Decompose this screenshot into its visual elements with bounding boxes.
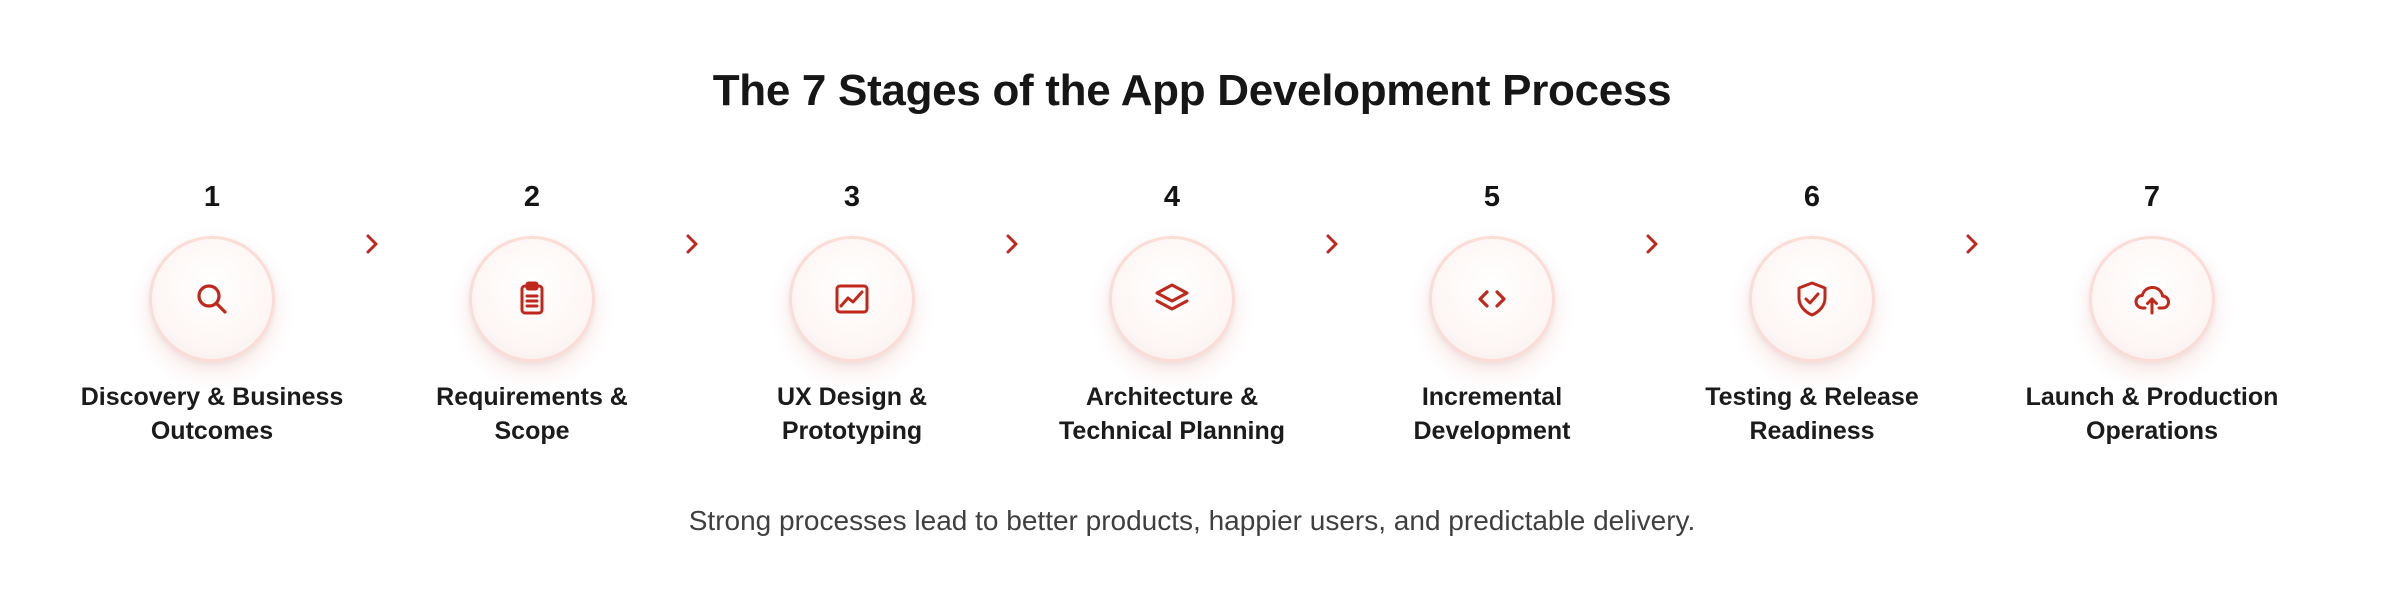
stage-number: 3: [843, 181, 861, 213]
stage-icon-circle: [789, 236, 915, 362]
stage-2: 2 Requirements & Scope: [382, 180, 682, 448]
stage-3: 3 UX Design & Prototyping: [702, 180, 1002, 448]
stage-1: 1 Discovery & Business Outcomes: [62, 180, 362, 448]
clipboard-icon: [520, 281, 544, 315]
stage-label: Testing & Release Readiness: [1705, 383, 1919, 445]
stage-5: 5 Incremental Development: [1342, 180, 1642, 448]
chevron-right-icon: [1322, 230, 1342, 258]
stage-number: 7: [2143, 181, 2161, 213]
image-chart-icon: [835, 284, 869, 314]
stage-number: 6: [1803, 181, 1821, 213]
stage-icon-circle: [149, 236, 275, 362]
search-icon: [197, 284, 227, 314]
stage-icon-circle: [2089, 236, 2215, 362]
chevron-right-icon: [1002, 230, 1022, 258]
chevron-right-icon: [1962, 230, 1982, 258]
chevron-right-icon: [682, 230, 702, 258]
chevron-right-icon: [1642, 230, 1662, 258]
stage-number: 1: [203, 181, 221, 213]
stage-label: Launch & Production Operations: [2025, 383, 2279, 445]
stage-4: 4 Architecture & Technical Planning: [1022, 180, 1322, 448]
code-icon: [1478, 290, 1506, 308]
stage-6: 6 Testing & Release Readiness: [1662, 180, 1962, 448]
stage-label: Discovery & Business Outcomes: [80, 383, 344, 445]
stage-icon-circle: [1109, 236, 1235, 362]
stage-label: Requirements & Scope: [436, 383, 628, 445]
stage-icon-circle: [1749, 236, 1875, 362]
page-title: The 7 Stages of the App Development Proc…: [712, 66, 1672, 115]
stage-7: 7 Launch & Production Operations: [2002, 180, 2302, 448]
stage-icon-circle: [469, 236, 595, 362]
stage-label: Incremental Development: [1413, 383, 1571, 445]
stage-number: 5: [1483, 181, 1501, 213]
shield-check-icon: [1797, 281, 1827, 317]
layers-icon: [1155, 283, 1189, 311]
stage-number: 4: [1163, 181, 1181, 213]
stage-label: UX Design & Prototyping: [776, 383, 928, 445]
stage-label: Architecture & Technical Planning: [1059, 383, 1285, 445]
stage-number: 2: [523, 181, 541, 213]
stage-icon-circle: [1429, 236, 1555, 362]
cloud-upload-icon: [2134, 286, 2170, 315]
chevron-right-icon: [362, 230, 382, 258]
footer-tagline: Strong processes lead to better products…: [688, 505, 1696, 536]
